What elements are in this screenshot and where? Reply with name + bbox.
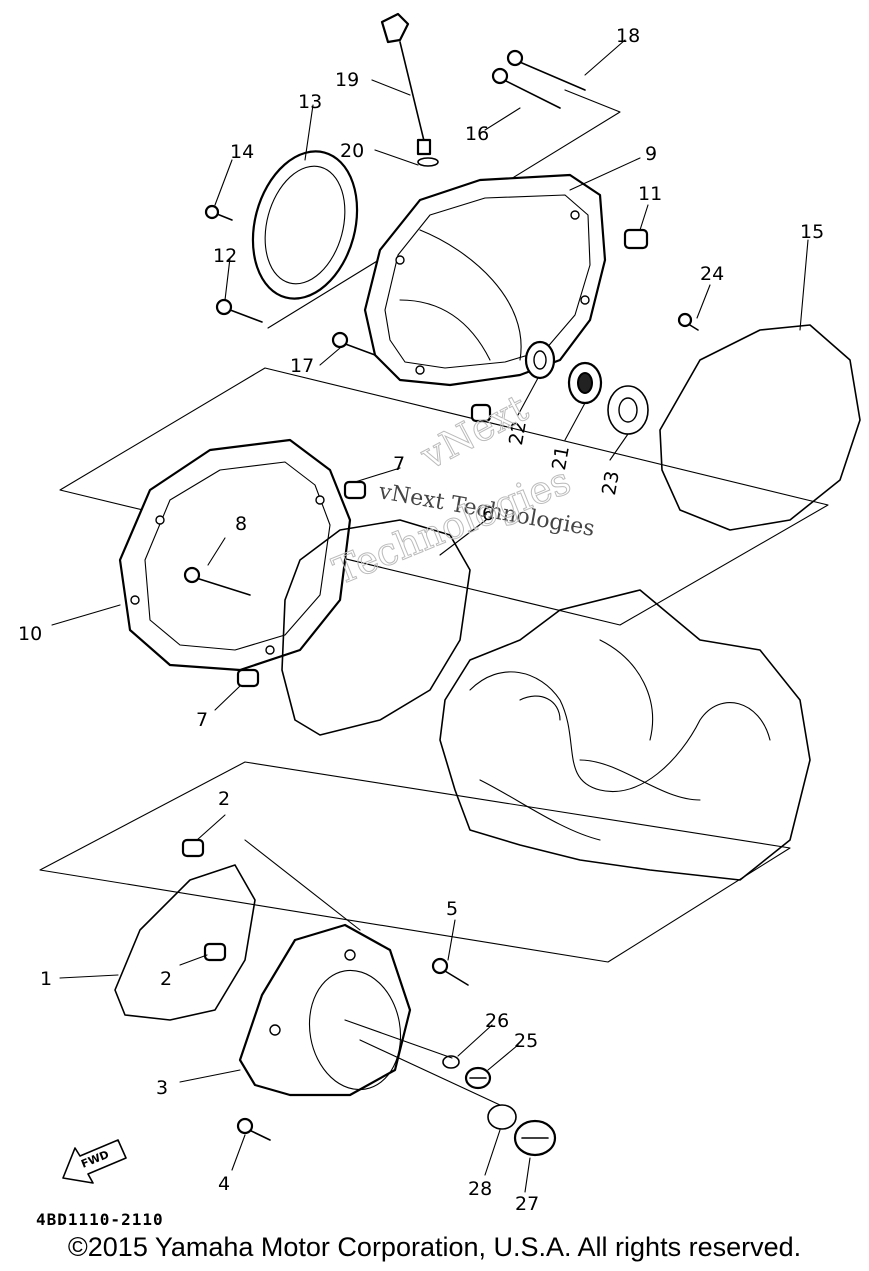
callout-18: 18 — [616, 25, 640, 47]
callout-10: 10 — [18, 623, 42, 645]
callout-9: 9 — [645, 143, 657, 165]
magneto-cover — [238, 923, 412, 1097]
leader-lines — [51, 39, 809, 1193]
crankcase — [439, 589, 811, 881]
crankcase-cover-left — [118, 438, 352, 672]
callout-13: 13 — [298, 91, 322, 113]
callout-numbers: 18 19 16 13 20 9 11 14 12 17 24 15 22 21… — [18, 25, 824, 1210]
callout-21: 21 — [548, 444, 574, 472]
callout-5: 5 — [446, 898, 458, 920]
callout-19: 19 — [335, 69, 359, 91]
fwd-label: FWD — [79, 1148, 111, 1171]
callout-26: 26 — [485, 1010, 509, 1032]
watermark-arc-top: vNext — [413, 386, 535, 479]
callout-3: 3 — [156, 1077, 168, 1099]
bolt-8 — [183, 566, 251, 596]
dowel-pin-2-upper — [181, 838, 205, 858]
callout-2-lower: 2 — [160, 968, 172, 990]
callout-23: 23 — [598, 469, 624, 497]
callout-16: 16 — [465, 123, 489, 145]
bolt-5 — [431, 957, 469, 986]
callout-24: 24 — [700, 263, 724, 285]
callout-14: 14 — [230, 141, 254, 163]
callout-25: 25 — [514, 1030, 538, 1052]
plug-27 — [513, 1119, 557, 1157]
callout-27: 27 — [515, 1193, 539, 1210]
callout-12: 12 — [213, 245, 237, 267]
callout-22: 22 — [505, 419, 531, 447]
dowel-pin-2-lower — [203, 942, 227, 962]
callout-7-lower: 7 — [196, 709, 208, 731]
exploded-view-diagram: FWD 18 — [18, 12, 861, 1210]
callout-11: 11 — [638, 183, 662, 205]
callout-4: 4 — [218, 1173, 230, 1195]
bolt-24 — [677, 312, 699, 331]
gasket-6 — [281, 519, 471, 736]
callout-2-upper: 2 — [218, 788, 230, 810]
callout-8: 8 — [235, 513, 247, 535]
fwd-arrow-icon: FWD — [62, 1139, 127, 1184]
callout-28: 28 — [468, 1178, 492, 1200]
gasket-1 — [114, 864, 256, 1021]
callout-17: 17 — [290, 355, 314, 377]
bolt-14 — [204, 204, 233, 221]
callout-20: 20 — [340, 140, 364, 162]
diagram-code: 4BD1110-2110 — [36, 1210, 164, 1229]
dowel-pin-7-lower — [236, 668, 260, 688]
gasket-15 — [659, 324, 861, 531]
collar-lower-9 — [470, 403, 492, 423]
o-ring-26 — [442, 1055, 460, 1069]
bolt-18 — [506, 49, 586, 91]
bolt-17 — [331, 331, 376, 356]
bolt-12 — [215, 298, 263, 323]
callout-6: 6 — [482, 503, 494, 525]
collar-11 — [623, 228, 649, 250]
callout-15: 15 — [800, 221, 824, 243]
watermark: vNext Technologies vNext Technologies — [326, 385, 596, 594]
lower-reference-plane — [39, 761, 791, 963]
bolt-4 — [236, 1117, 271, 1141]
o-ring-28 — [487, 1104, 517, 1130]
callout-7-upper: 7 — [393, 453, 405, 475]
oil-level-gauge — [380, 12, 439, 167]
callout-1: 1 — [40, 968, 52, 990]
plug-25 — [464, 1066, 492, 1090]
upper-reference-plane — [59, 367, 829, 626]
bolt-16 — [491, 67, 561, 109]
copyright-notice: ©2015 Yamaha Motor Corporation, U.S.A. A… — [67, 1232, 802, 1262]
dowel-pin-7-upper — [343, 480, 367, 500]
cover-plate — [251, 150, 359, 300]
crankcase-cover-right — [363, 173, 607, 387]
